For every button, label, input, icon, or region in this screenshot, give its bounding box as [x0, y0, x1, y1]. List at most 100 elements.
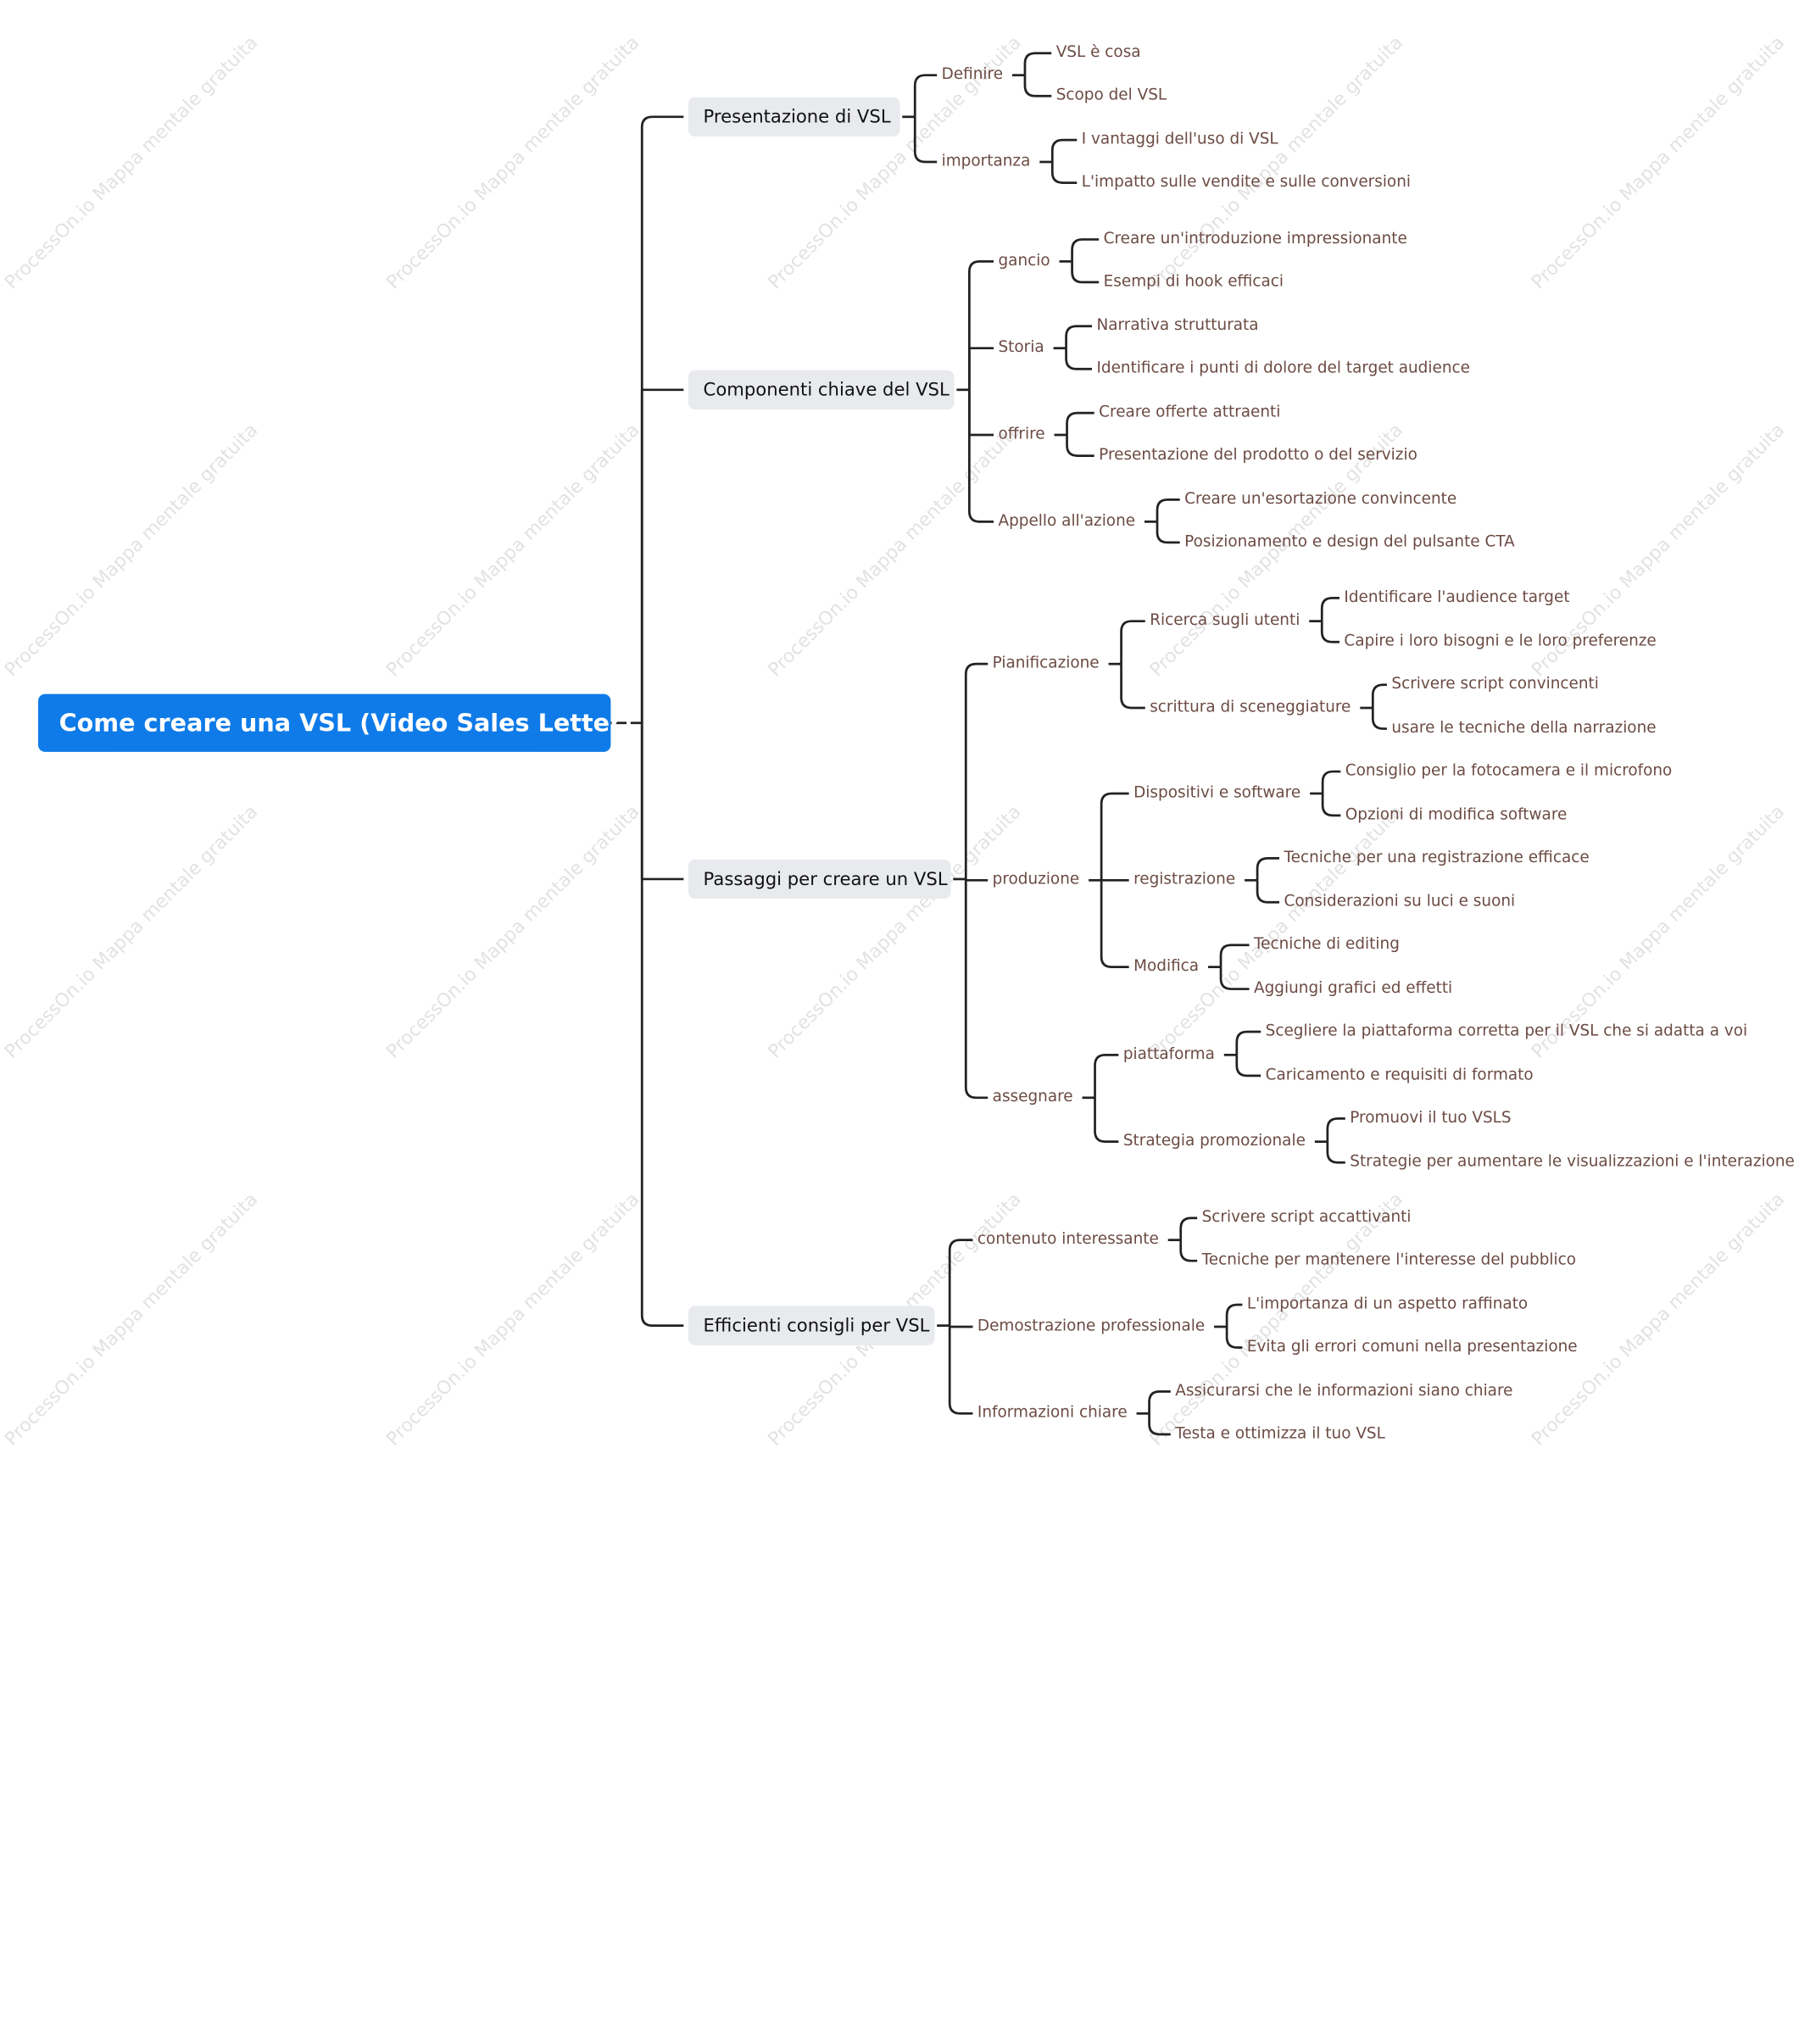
leaf-node[interactable]: Creare un'introduzione impressionante [1103, 229, 1407, 248]
connector-elbow [1148, 1413, 1171, 1436]
topic-node[interactable]: assegnare [992, 1087, 1073, 1106]
connector-elbow [1371, 683, 1387, 709]
subtopic-node[interactable]: piattaforma [1122, 1044, 1215, 1064]
subtopic-node[interactable]: Ricerca sugli utenti [1150, 610, 1300, 630]
topic-node[interactable]: Pianificazione [992, 654, 1100, 673]
leaf-node[interactable]: usare le tecniche della narrazione [1391, 718, 1657, 738]
connector-elbow [1156, 498, 1180, 522]
connector-elbow [640, 722, 684, 1327]
leaf-node[interactable]: Creare offerte attraenti [1099, 403, 1281, 421]
connector-elbow [1326, 1141, 1345, 1164]
leaf-node[interactable]: Identificare l'audience target [1344, 588, 1570, 607]
leaf-node[interactable]: Scopo del VSL [1055, 86, 1167, 105]
leaf-node[interactable]: Assicurarsi che le informazioni siano ch… [1175, 1381, 1513, 1401]
topic-node[interactable]: contenuto interessante [977, 1229, 1159, 1249]
leaf-node[interactable]: I vantaggi dell'uso di VSL [1081, 130, 1278, 148]
connector-elbow [1320, 597, 1339, 621]
connector-elbow [913, 116, 938, 164]
leaf-node[interactable]: Creare un'esortazione convincente [1184, 489, 1457, 509]
connector-elbow [640, 115, 684, 723]
topic-node[interactable]: produzione [992, 870, 1080, 889]
connector-elbow [1023, 75, 1052, 97]
leaf-node[interactable]: Narrativa strutturata [1096, 315, 1259, 335]
leaf-node[interactable]: Identificare i punti di dolore del targe… [1096, 359, 1470, 378]
connector-elbow [1066, 411, 1094, 436]
leaf-node[interactable]: Caricamento e requisiti di formato [1265, 1065, 1534, 1084]
leaf-node[interactable]: Presentazione del prodotto o del servizi… [1099, 445, 1417, 465]
leaf-node[interactable]: Aggiungi grafici ed effetti [1254, 978, 1453, 998]
root-node[interactable]: Come creare una VSL (Video Sales Letter) [38, 693, 632, 752]
leaf-node[interactable]: L'impatto sulle vendite e sulle conversi… [1081, 172, 1412, 192]
leaf-node[interactable]: Esempi di hook efficaci [1103, 271, 1284, 291]
topic-node[interactable]: Demostrazione professionale [977, 1317, 1206, 1335]
connector-elbow [1050, 162, 1078, 184]
subtopic-node[interactable]: registrazione [1133, 870, 1236, 889]
connector-elbow [1179, 1217, 1198, 1240]
connector-elbow [1100, 792, 1129, 881]
connector-elbow [964, 662, 989, 879]
connector-elbow [948, 1239, 973, 1326]
topic-node[interactable]: Storia [998, 337, 1044, 357]
branch-node[interactable]: Presentazione di VSL [688, 97, 900, 136]
connector-elbow [948, 1325, 973, 1415]
subtopic-node[interactable]: Modifica [1133, 956, 1200, 976]
leaf-node[interactable]: Consiglio per la fotocamera e il microfo… [1345, 761, 1673, 780]
leaf-node[interactable]: Strategie per aumentare le visualizzazio… [1350, 1152, 1795, 1172]
connector-elbow [1094, 1097, 1119, 1144]
leaf-node[interactable]: Testa e ottimizza il tuo VSL [1175, 1423, 1385, 1443]
leaf-node[interactable]: Promuovi il tuo VSLS [1350, 1108, 1512, 1128]
branch-node[interactable]: Passaggi per creare un VSL [688, 859, 951, 899]
connector-elbow [1256, 857, 1280, 881]
topic-node[interactable]: Appello all'azione [998, 511, 1136, 531]
connector-elbow [1156, 521, 1180, 544]
connector-elbow [1371, 708, 1387, 730]
connector-elbow [1326, 1117, 1345, 1142]
leaf-node[interactable]: Tecniche di editing [1254, 934, 1400, 954]
connector-elbow [1219, 966, 1250, 990]
connector-elbow [1050, 138, 1078, 163]
connector-elbow [913, 74, 938, 117]
leaf-node[interactable]: Posizionamento e design del pulsante CTA [1184, 532, 1515, 551]
subtopic-node[interactable]: Dispositivi e software [1133, 783, 1301, 802]
connector-elbow [1094, 1053, 1119, 1098]
subtopic-node[interactable]: Strategia promozionale [1122, 1131, 1306, 1150]
topic-node[interactable]: gancio [998, 251, 1050, 270]
connector-elbow [968, 389, 994, 523]
connector-elbow [1071, 238, 1100, 262]
branch-node[interactable]: Componenti chiave del VSL [688, 370, 955, 409]
leaf-node[interactable]: Capire i loro bisogni e le loro preferen… [1344, 632, 1657, 651]
connector-elbow [1235, 1055, 1261, 1078]
connector-elbow [1100, 880, 1129, 969]
leaf-node[interactable]: Considerazioni su luci e suoni [1284, 892, 1516, 911]
leaf-node[interactable]: Tecniche per mantenere l'interesse del p… [1201, 1250, 1577, 1270]
leaf-node[interactable]: Scrivere script convincenti [1391, 674, 1599, 693]
connector-elbow [1256, 880, 1280, 904]
connector-elbow [1225, 1303, 1243, 1327]
connector-elbow [968, 259, 994, 390]
leaf-node[interactable]: Tecniche per una registrazione efficace [1284, 848, 1590, 867]
connector-elbow [1065, 325, 1092, 348]
leaf-node[interactable]: L'importanza di un aspetto raffinato [1246, 1295, 1529, 1313]
leaf-node[interactable]: Scrivere script accattivanti [1201, 1207, 1412, 1227]
connector-elbow [1120, 620, 1145, 665]
connector-elbow [1225, 1326, 1243, 1349]
leaf-node[interactable]: Opzioni di modifica software [1345, 805, 1568, 824]
connector-elbow [1071, 261, 1100, 284]
branch-node[interactable]: Efficienti consigli per VSL [688, 1306, 935, 1345]
topic-node[interactable]: offrire [998, 425, 1045, 443]
topic-node[interactable]: Informazioni chiare [977, 1403, 1128, 1423]
connector-elbow [1321, 770, 1341, 794]
connector-lines [610, 52, 1387, 1436]
connector-elbow [1065, 348, 1092, 370]
leaf-node[interactable]: Evita gli errori comuni nella presentazi… [1246, 1337, 1578, 1356]
connector-elbow [1321, 793, 1341, 817]
connector-elbow [1120, 664, 1145, 710]
connector-elbow [1023, 52, 1052, 75]
leaf-node[interactable]: Scegliere la piattaforma corretta per il… [1265, 1022, 1748, 1040]
connector-elbow [964, 878, 989, 1100]
subtopic-node[interactable]: scrittura di sceneggiature [1150, 698, 1351, 716]
connector-elbow [1320, 621, 1339, 643]
leaf-node[interactable]: VSL è cosa [1055, 42, 1141, 62]
topic-node[interactable]: importanza [941, 152, 1031, 170]
topic-node[interactable]: Definire [941, 64, 1004, 84]
